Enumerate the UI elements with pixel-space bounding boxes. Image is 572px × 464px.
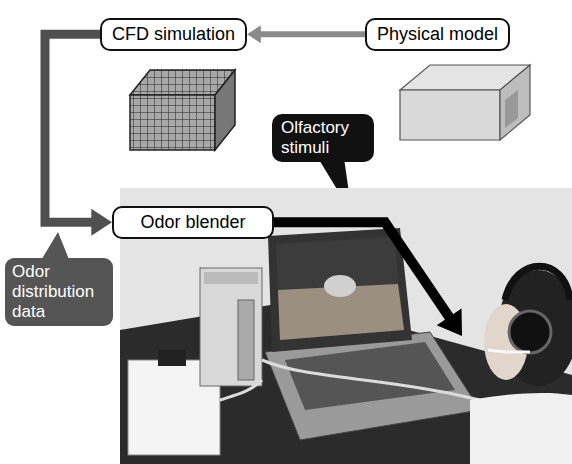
connector-line: [274, 222, 450, 318]
screen: [276, 237, 404, 340]
arrowhead: [247, 25, 261, 43]
photo: [120, 188, 572, 464]
process-box: Odor blender: [112, 206, 274, 239]
shirt: [470, 393, 572, 464]
data-tag: Odor distribution data: [5, 258, 113, 326]
wall: [120, 188, 572, 464]
stimulus-arrow: [274, 222, 462, 336]
blender-valves: [238, 300, 254, 380]
connector-line: [260, 31, 365, 37]
arrowhead: [91, 209, 112, 236]
process-box: CFD simulation: [100, 18, 247, 51]
mesh-front: [130, 95, 215, 150]
teapot: [324, 275, 356, 297]
blender-unit: [200, 268, 262, 386]
mesh-model: [130, 70, 235, 150]
connector-line: [45, 34, 100, 222]
headphone: [509, 311, 551, 353]
callout-label: Olfactory stimuli: [272, 114, 374, 162]
blender-vent: [204, 272, 258, 284]
pump-knob: [158, 350, 186, 366]
keyboard: [285, 342, 455, 410]
box-label: Physical model: [377, 23, 498, 46]
process-box: Physical model: [365, 18, 510, 51]
room-model: [400, 65, 530, 140]
nose-tube: [488, 350, 530, 352]
arrowhead: [437, 309, 462, 336]
box-label: Odor blender: [124, 211, 262, 234]
laptop-lid: [268, 228, 412, 352]
headband: [505, 266, 570, 300]
box-label: CFD simulation: [112, 23, 235, 46]
mesh-side: [215, 70, 235, 150]
room-side: [500, 65, 530, 140]
tube: [220, 380, 262, 400]
room-front: [400, 90, 500, 140]
room-inlet: [505, 90, 518, 128]
flow-arrow: [45, 34, 112, 236]
flow-arrow: [247, 25, 365, 43]
